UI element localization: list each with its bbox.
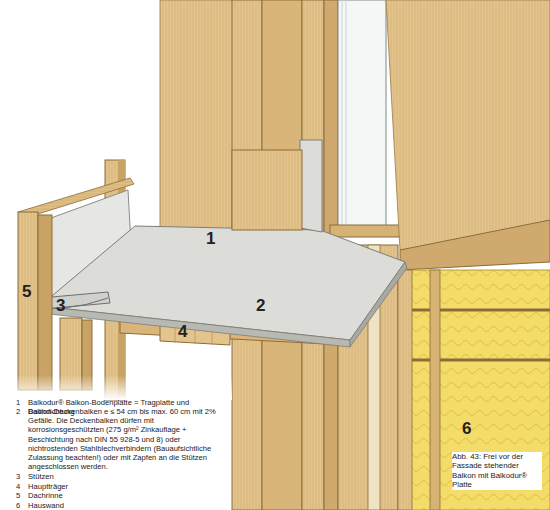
legend-text: Hauptträger: [28, 482, 226, 491]
figure-caption: Abb. 43: Frei vor der Fassade stehender …: [452, 452, 542, 490]
callout-number: 4: [178, 323, 187, 340]
legend-number: 4: [16, 482, 26, 491]
legend-text: Stützen: [28, 472, 226, 481]
callout-number: 1: [206, 230, 215, 247]
legend-number: 1: [16, 398, 26, 407]
legend-number: 2: [16, 407, 26, 416]
legend-number: 6: [16, 501, 26, 510]
legend-text: Dachrinne: [28, 491, 226, 500]
legend-number: 3: [16, 472, 26, 481]
callout-number: 3: [56, 297, 65, 314]
callout-number: 6: [462, 420, 471, 437]
callout-number: 5: [22, 283, 31, 300]
legend-text: Balkon-Deckenbalken e ≤ 54 cm bis max. 6…: [28, 407, 226, 471]
legend-number: 5: [16, 491, 26, 500]
callout-number: 2: [256, 297, 265, 314]
legend-text: Hauswand: [28, 501, 226, 510]
